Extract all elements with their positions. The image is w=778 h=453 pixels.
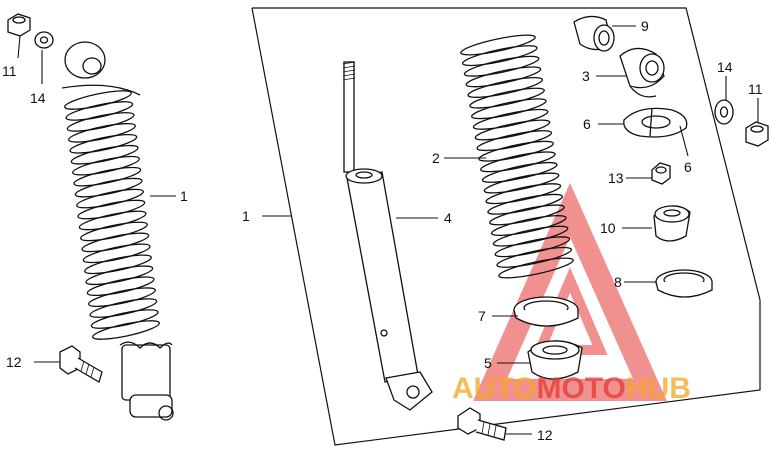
spring-coil — [487, 193, 563, 215]
spring-coil — [481, 161, 558, 183]
spring-seat-7 — [513, 296, 579, 327]
callout-3: 3 — [582, 68, 590, 84]
spring-coil — [89, 298, 158, 318]
spring-coil — [474, 119, 551, 141]
spring-coil — [478, 140, 554, 162]
spring-coil — [88, 287, 156, 307]
washer-14-right — [714, 99, 734, 125]
spring-coil — [490, 215, 567, 237]
spring-coil — [73, 166, 142, 187]
watermark-text: AUTOMOTOHUB — [452, 372, 691, 405]
bolt-12-bottom — [457, 407, 507, 441]
spring — [460, 34, 574, 279]
spring-coil — [77, 199, 146, 220]
callout-2: 2 — [432, 150, 440, 166]
washer-14-left — [34, 31, 54, 49]
spring-coil — [90, 309, 159, 329]
spring-coil — [492, 225, 569, 247]
callout-12-bottom: 12 — [537, 427, 553, 443]
spring-coil — [69, 133, 138, 154]
spring-coil — [68, 123, 136, 143]
spring-coil — [480, 151, 556, 173]
upper-bush-9 — [573, 15, 615, 52]
spring-coil — [498, 257, 574, 279]
spring-coil — [494, 236, 571, 258]
callout-7: 7 — [478, 308, 486, 324]
callout-14-right: 14 — [717, 59, 733, 75]
nut-11-left — [7, 13, 31, 37]
ring-8 — [655, 269, 713, 298]
spring-coil — [84, 254, 152, 275]
callout-labels: 11 14 1 12 1 4 2 7 5 12 9 3 6 6 13 10 8 … — [2, 18, 763, 443]
spring-seat-stopper-6 — [623, 107, 688, 138]
callout-10: 10 — [600, 220, 616, 236]
spring-coil — [72, 155, 140, 176]
callout-8: 8 — [614, 274, 622, 290]
callout-9: 9 — [641, 18, 649, 34]
callout-11-right: 11 — [748, 81, 763, 97]
callout-6-a: 6 — [583, 116, 591, 132]
spring-coil — [70, 144, 139, 165]
spring-coil — [485, 183, 562, 205]
assembly-frame — [251, 7, 761, 446]
spring-coil — [92, 320, 160, 340]
assembled-shock-absorber — [61, 41, 174, 421]
nut-11-right — [745, 121, 769, 147]
callout-12-left: 12 — [6, 354, 22, 370]
spring-coil — [65, 101, 134, 121]
callout-5: 5 — [484, 355, 492, 371]
callout-1-left: 1 — [180, 188, 188, 204]
spring-coil — [86, 276, 155, 297]
watermark-hub: HUB — [626, 372, 691, 405]
spring-coil — [80, 221, 148, 242]
spring-coil — [463, 55, 540, 77]
spring-coil — [64, 90, 132, 110]
callout-13: 13 — [608, 170, 624, 186]
watermark-moto: MOTO — [536, 372, 625, 405]
spring-coil — [476, 130, 553, 152]
spring-coil — [465, 66, 542, 88]
spring-coil — [467, 76, 544, 98]
spring-coil — [489, 204, 565, 226]
spring-coil — [496, 246, 573, 268]
callout-14-left: 14 — [30, 90, 46, 106]
callout-11-left: 11 — [2, 63, 17, 79]
spring-coil — [471, 98, 547, 120]
callout-6-b: 6 — [684, 159, 692, 175]
spring-coil — [74, 177, 143, 198]
nut-13 — [651, 162, 671, 185]
spring-coil — [78, 210, 147, 231]
upper-stopper-10 — [653, 205, 691, 242]
adjuster-5 — [527, 340, 583, 380]
spring-coil — [461, 45, 538, 67]
spring-coil — [76, 188, 144, 209]
callout-1-frame: 1 — [242, 208, 250, 224]
callout-4: 4 — [444, 210, 452, 226]
rubber-bushing-3 — [619, 47, 665, 98]
spring-coil — [469, 87, 545, 109]
spring-coil — [483, 172, 560, 194]
watermark-auto: AUTO — [452, 372, 536, 405]
spring-coil — [85, 265, 154, 286]
spring-coil — [82, 243, 151, 264]
svg-text:AUTOMOTOHUB: AUTOMOTOHUB — [452, 372, 691, 405]
spring-coil — [66, 112, 135, 132]
damper-unit — [342, 61, 433, 411]
spring-coil — [472, 108, 549, 130]
leader-lines — [17, 25, 759, 435]
spring-coil — [460, 34, 536, 56]
spring-coil — [81, 232, 150, 253]
bolt-12-left — [59, 345, 103, 383]
